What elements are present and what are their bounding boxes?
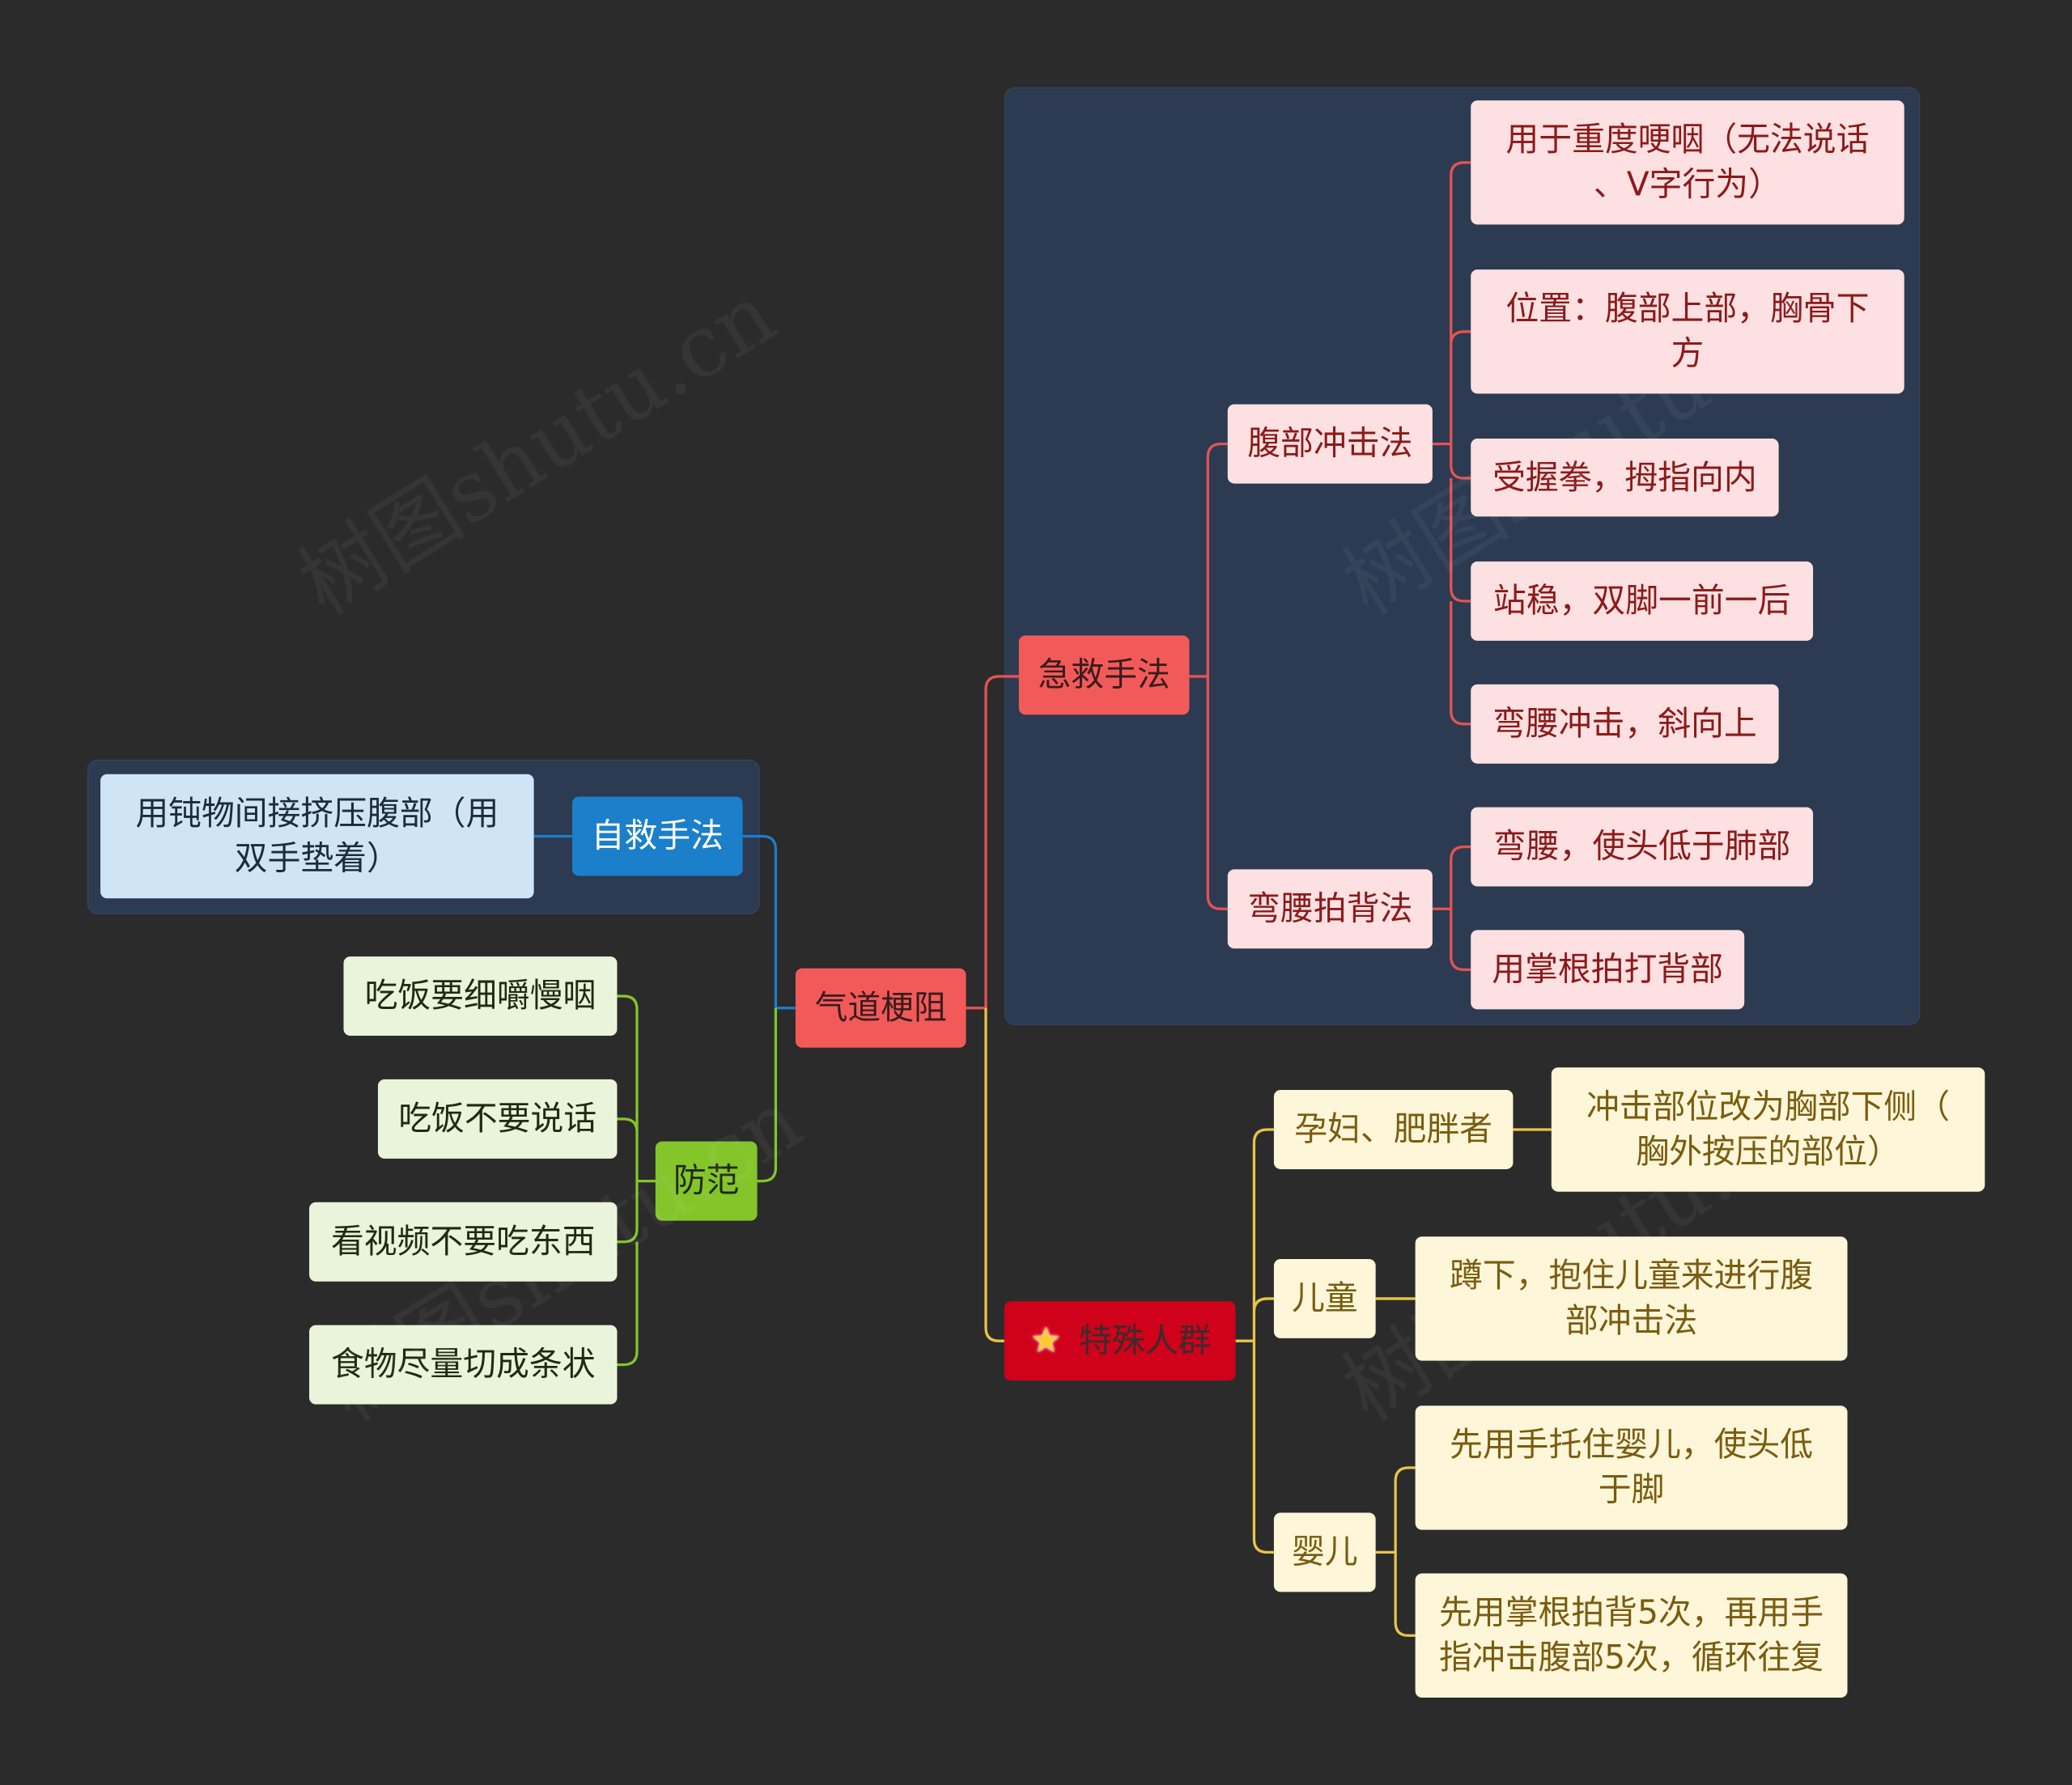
abdominal-item[interactable]: 受握拳，拇指向内 <box>1471 439 1779 517</box>
special-item[interactable]: 先用掌根拍背5次，再用手 指冲击腹部5次，循环往复 <box>1415 1573 1848 1698</box>
prevention-item[interactable]: 食物尽量切成条状 <box>309 1325 618 1405</box>
pregnant-obese-node[interactable]: 孕妇、肥胖者 <box>1273 1089 1514 1169</box>
special-groups-label: 特殊人群 <box>1079 1321 1212 1360</box>
prevention-item[interactable]: 吃饭不要说话 <box>377 1079 618 1159</box>
first-aid-node[interactable]: 急救手法 <box>1018 635 1190 715</box>
self-rescue-node[interactable]: 自救手法 <box>571 796 743 876</box>
star-icon: ★ <box>1030 1321 1062 1361</box>
root-node[interactable]: 气道梗阻 <box>795 968 966 1048</box>
abdominal-thrust-node[interactable]: 腹部冲击法 <box>1227 404 1433 484</box>
abdominal-item[interactable]: 用于重度哽咽（无法说话 、V字行为） <box>1471 100 1904 225</box>
special-item[interactable]: 先用手托住婴儿，使头低 于脚 <box>1415 1406 1848 1530</box>
special-item[interactable]: 冲击部位改为胸部下侧（ 胸外按压的部位） <box>1551 1067 1985 1192</box>
abdominal-item[interactable]: 弯腰冲击，斜向上 <box>1471 684 1779 764</box>
prevention-item[interactable]: 看视频不要吃东西 <box>309 1202 618 1282</box>
back-slap-item[interactable]: 弯腰，使头低于肺部 <box>1471 807 1814 887</box>
prevention-item[interactable]: 吃饭要细嚼慢咽 <box>343 956 618 1037</box>
abdominal-item[interactable]: 站稳，双脚一前一后 <box>1471 561 1814 641</box>
self-rescue-item[interactable]: 用钝物间接挤压腹部（用 双手垫着） <box>100 774 534 899</box>
special-groups-node[interactable]: ★ 特殊人群 <box>1004 1301 1236 1381</box>
abdominal-item[interactable]: 位置：腹部上部，胸骨下 方 <box>1471 269 1904 394</box>
prevention-node[interactable]: 防范 <box>655 1141 758 1221</box>
back-slap-item[interactable]: 用掌根拍打背部 <box>1471 930 1745 1010</box>
back-slap-node[interactable]: 弯腰拍背法 <box>1227 869 1433 949</box>
special-item[interactable]: 蹲下，抱住儿童来进行腹 部冲击法 <box>1415 1236 1848 1361</box>
children-node[interactable]: 儿童 <box>1273 1258 1376 1338</box>
infant-node[interactable]: 婴儿 <box>1273 1512 1376 1592</box>
